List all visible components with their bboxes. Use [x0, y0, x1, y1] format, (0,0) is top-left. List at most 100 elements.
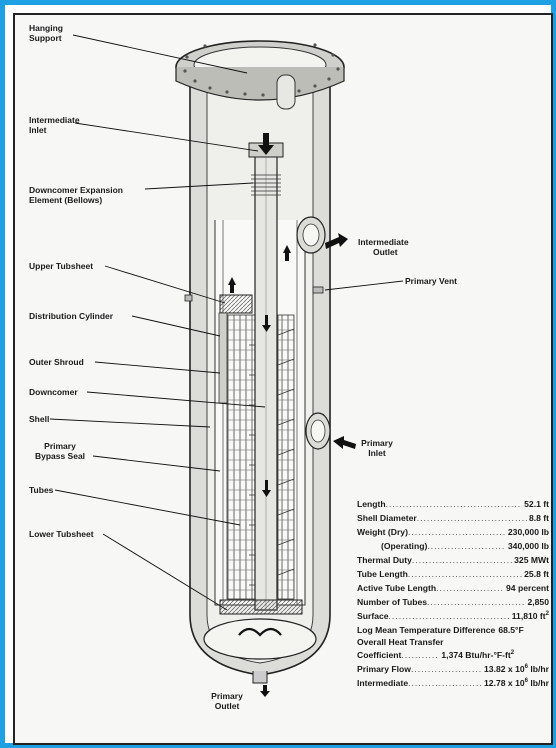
label-primary-inlet: Primary Inlet: [356, 438, 398, 458]
label-intermediate-inlet-line2: Inlet: [29, 125, 47, 135]
spec-value-sup: 6: [524, 678, 528, 685]
label-primary-bypass-seal-line2: Bypass Seal: [34, 451, 86, 461]
spec-label: Coefficient: [357, 650, 402, 660]
bottom-head: [203, 618, 317, 684]
distribution-cylinder: [218, 312, 228, 404]
label-primary-vent: Primary Vent: [405, 276, 457, 286]
heat-exchanger-drawing: [49, 34, 404, 697]
specifications-table: Length 52.1 ft Shell Diameter 8.8 ft Weigh…: [357, 497, 549, 690]
intermediate-outlet-nozzle: [296, 216, 326, 254]
arrow-down-1: [262, 315, 271, 332]
spec-row-length: Length 52.1 ft: [357, 497, 549, 511]
spec-label: Active Tube Length: [357, 583, 437, 593]
spec-label: Overall Heat Transfer: [357, 637, 444, 647]
label-downcomer-expansion: Downcomer Expansion Element (Bellows): [29, 185, 123, 205]
primary-inlet-nozzle: [305, 412, 331, 450]
spec-row-active-tube-length: Active Tube Length 94 percent: [357, 581, 549, 595]
spec-row-coefficient: Coefficient 1,374 Btu/hr-°F-ft2: [357, 648, 549, 662]
spec-value: 12.78 x 106 lb/hr: [484, 676, 549, 690]
spec-value: 13.82 x 106 lb/hr: [484, 662, 549, 676]
flow-arrows: [228, 133, 356, 697]
primary-vent-nozzle: [312, 286, 324, 294]
leader-lines: [49, 34, 404, 611]
spec-value-suffix: lb/hr: [527, 664, 549, 674]
spec-value: 340,000 lb: [507, 541, 549, 551]
spec-value: 94 percent: [506, 583, 549, 593]
arrow-intermediate-out: [325, 233, 348, 249]
spec-label: Log Mean Temperature Difference: [357, 625, 496, 635]
spec-row-primary-flow: Primary Flow 13.82 x 106 lb/hr: [357, 662, 549, 676]
label-primary-outlet-line2: Outlet: [214, 701, 240, 711]
spec-label: Thermal Duty: [357, 555, 412, 565]
label-hanging-support-line2: Support: [29, 33, 62, 43]
spec-value: 8.8 ft: [528, 513, 549, 523]
spec-label: Tube Length: [357, 569, 408, 579]
label-primary-outlet-line1: Primary: [211, 691, 243, 701]
spec-value-text: 13.82 x 10: [484, 664, 525, 674]
spec-value-sup: 6: [524, 664, 528, 671]
spec-value: 325 MWt: [514, 555, 549, 565]
spec-row-tube-length: Tube Length 25.8 ft: [357, 567, 549, 581]
label-intermediate-outlet-line2: Outlet: [373, 247, 398, 257]
label-primary-bypass-seal: Primary Bypass Seal: [29, 441, 91, 461]
arrow-up-left: [228, 277, 236, 293]
label-primary-outlet: Primary Outlet: [207, 691, 247, 711]
label-primary-inlet-line1: Primary: [361, 438, 393, 448]
downcomer: [254, 154, 278, 611]
spec-value: 230,000 lb: [507, 527, 549, 537]
arrow-up-right: [283, 245, 291, 261]
label-lower-tubsheet: Lower Tubsheet: [29, 529, 94, 539]
label-hanging-support: Hanging Support: [29, 23, 63, 43]
spec-value-text: 12.78 x 10: [484, 678, 525, 688]
hanging-support-ring: [175, 40, 345, 110]
baffle-marks: [249, 328, 295, 586]
label-downcomer-expansion-line2: Element (Bellows): [29, 195, 103, 205]
spec-value: 68.5°F: [498, 625, 524, 635]
label-outer-shroud: Outer Shroud: [29, 357, 84, 367]
bellows: [251, 174, 281, 196]
label-downcomer: Downcomer: [29, 387, 78, 397]
spec-value: 2,850: [527, 597, 549, 607]
spec-row-overall-heat-transfer: Overall Heat Transfer: [357, 637, 549, 648]
spec-value-text: 1,374 Btu/hr-°F-ft: [441, 650, 511, 660]
label-primary-inlet-line2: Inlet: [368, 448, 386, 458]
spec-label: Shell Diameter: [357, 513, 417, 523]
spec-row-intermediate: Intermediate12.78 x 106 lb/hr: [357, 676, 549, 690]
spec-label: Weight (Dry): [357, 527, 408, 537]
label-distribution-cylinder: Distribution Cylinder: [29, 311, 114, 321]
arrow-primary-out: [260, 685, 270, 697]
label-intermediate-inlet: Intermediate Inlet: [29, 115, 80, 135]
spec-label: Number of Tubes: [357, 597, 428, 607]
tube-bundle-left: [226, 314, 256, 600]
spec-value-suffix: lb/hr: [527, 678, 549, 688]
spec-row-shell-diameter: Shell Diameter 8.8 ft: [357, 511, 549, 525]
spec-value: 52.1 ft: [524, 499, 549, 509]
spec-row-weight-operating: (Operating) 340,000 lb: [357, 539, 549, 553]
label-tubes: Tubes: [29, 485, 54, 495]
spec-row-weight-dry: Weight (Dry) 230,000 lb: [357, 525, 549, 539]
label-intermediate-outlet-line1: Intermediate: [358, 237, 409, 247]
side-lug: [184, 294, 193, 302]
spec-value: 1,374 Btu/hr-°F-ft2: [441, 648, 514, 662]
label-shell: Shell: [29, 414, 50, 424]
upper-tubsheet: [219, 294, 253, 314]
spec-value-sup: 2: [510, 650, 515, 657]
tube-bundle-right: [277, 314, 295, 600]
label-intermediate-outlet: Intermediate Outlet: [358, 237, 409, 257]
spec-value-sup: 2: [545, 611, 549, 618]
spec-value: 11,810 ft2: [512, 609, 549, 623]
spec-label: Surface: [357, 611, 389, 621]
spec-label: Primary Flow: [357, 664, 411, 674]
spec-row-number-of-tubes: Number of Tubes 2,850: [357, 595, 549, 609]
spec-value: 25.8 ft: [524, 569, 549, 579]
spec-label: (Operating): [381, 541, 428, 551]
spec-label: Length: [357, 499, 386, 509]
label-hanging-support-line1: Hanging: [29, 23, 63, 33]
label-intermediate-inlet-line1: Intermediate: [29, 115, 80, 125]
spec-value-text: 11,810 ft: [511, 611, 546, 621]
lower-tubsheet: [219, 599, 303, 615]
label-upper-tubsheet: Upper Tubsheet: [29, 261, 94, 271]
spec-row-surface: Surface 11,810 ft2: [357, 609, 549, 623]
